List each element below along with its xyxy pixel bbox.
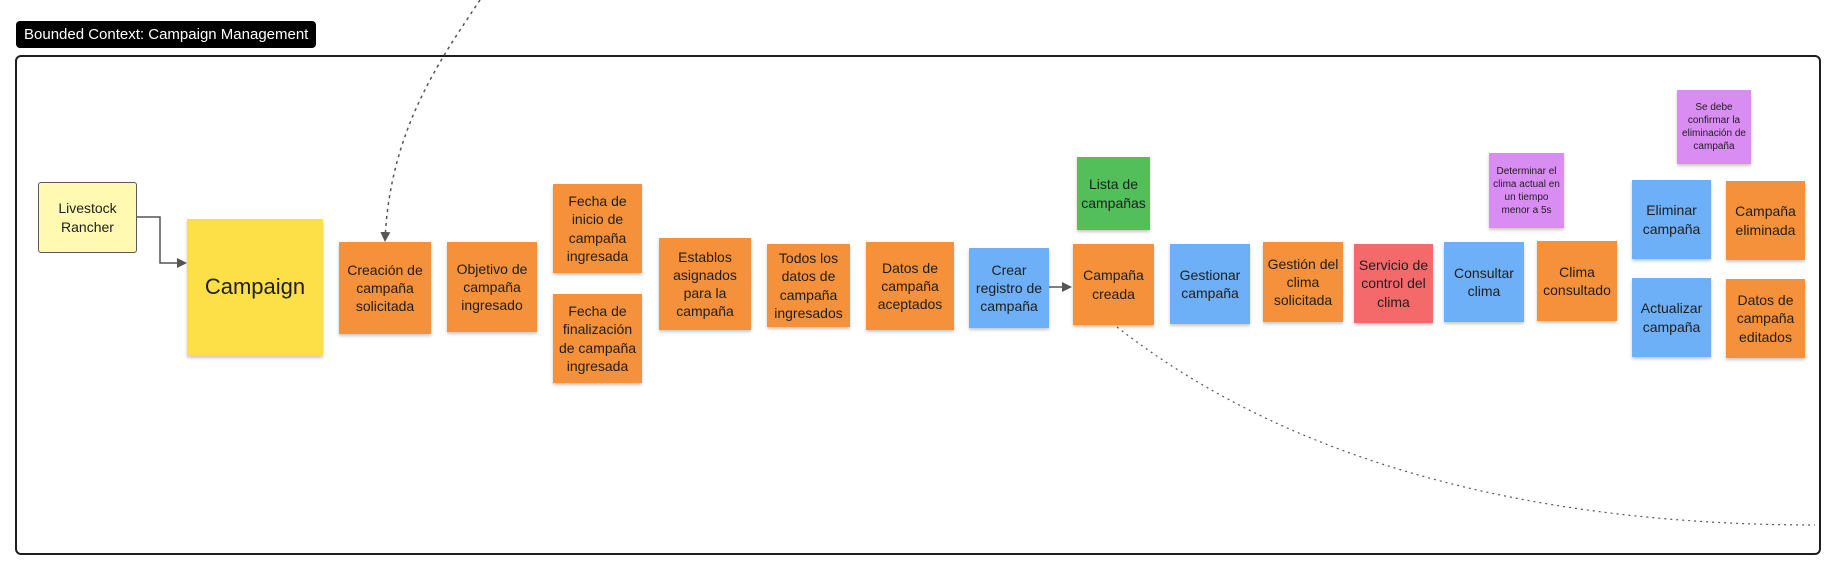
event-creacion-campana-solicitada[interactable]: Creación de campaña solicitada — [339, 242, 431, 334]
event-todos-datos-ingresados[interactable]: Todos los datos de campaña ingresados — [767, 244, 850, 327]
policy-determinar-clima[interactable]: Determinar el clima actual en un tiempo … — [1489, 153, 1564, 228]
event-objetivo-campana-ingresado[interactable]: Objetivo de campaña ingresado — [447, 242, 537, 332]
bounded-context-frame — [15, 55, 1821, 555]
command-consultar-clima[interactable]: Consultar clima — [1444, 242, 1524, 322]
event-campana-eliminada[interactable]: Campaña eliminada — [1726, 181, 1805, 260]
event-clima-consultado[interactable]: Clima consultado — [1537, 241, 1617, 321]
command-actualizar-campana[interactable]: Actualizar campaña — [1632, 278, 1711, 357]
aggregate-campaign[interactable]: Campaign — [187, 219, 323, 356]
policy-confirmar-eliminacion[interactable]: Se debe confirmar la eliminación de camp… — [1677, 90, 1751, 164]
command-eliminar-campana[interactable]: Eliminar campaña — [1632, 180, 1711, 259]
event-campana-creada[interactable]: Campaña creada — [1073, 244, 1154, 325]
command-gestionar-campana[interactable]: Gestionar campaña — [1170, 244, 1250, 324]
read-model-lista-campanas[interactable]: Lista de campañas — [1077, 157, 1150, 230]
event-gestion-clima-solicitada[interactable]: Gestión del clima solicitada — [1263, 242, 1343, 322]
event-datos-campana-editados[interactable]: Datos de campaña editados — [1726, 279, 1805, 358]
bounded-context-label: Bounded Context: Campaign Management — [16, 21, 317, 48]
command-crear-registro-campana[interactable]: Crear registro de campaña — [969, 248, 1049, 328]
event-fecha-inicio-ingresada[interactable]: Fecha de inicio de campaña ingresada — [553, 184, 642, 273]
actor-livestock-rancher[interactable]: Livestock Rancher — [38, 182, 137, 253]
event-establos-asignados[interactable]: Establos asignados para la campaña — [659, 238, 751, 330]
external-servicio-control-clima[interactable]: Servicio de control del clima — [1354, 244, 1433, 323]
event-fecha-fin-ingresada[interactable]: Fecha de finalización de campaña ingresa… — [553, 294, 642, 383]
event-datos-campana-aceptados[interactable]: Datos de campaña aceptados — [866, 242, 954, 330]
